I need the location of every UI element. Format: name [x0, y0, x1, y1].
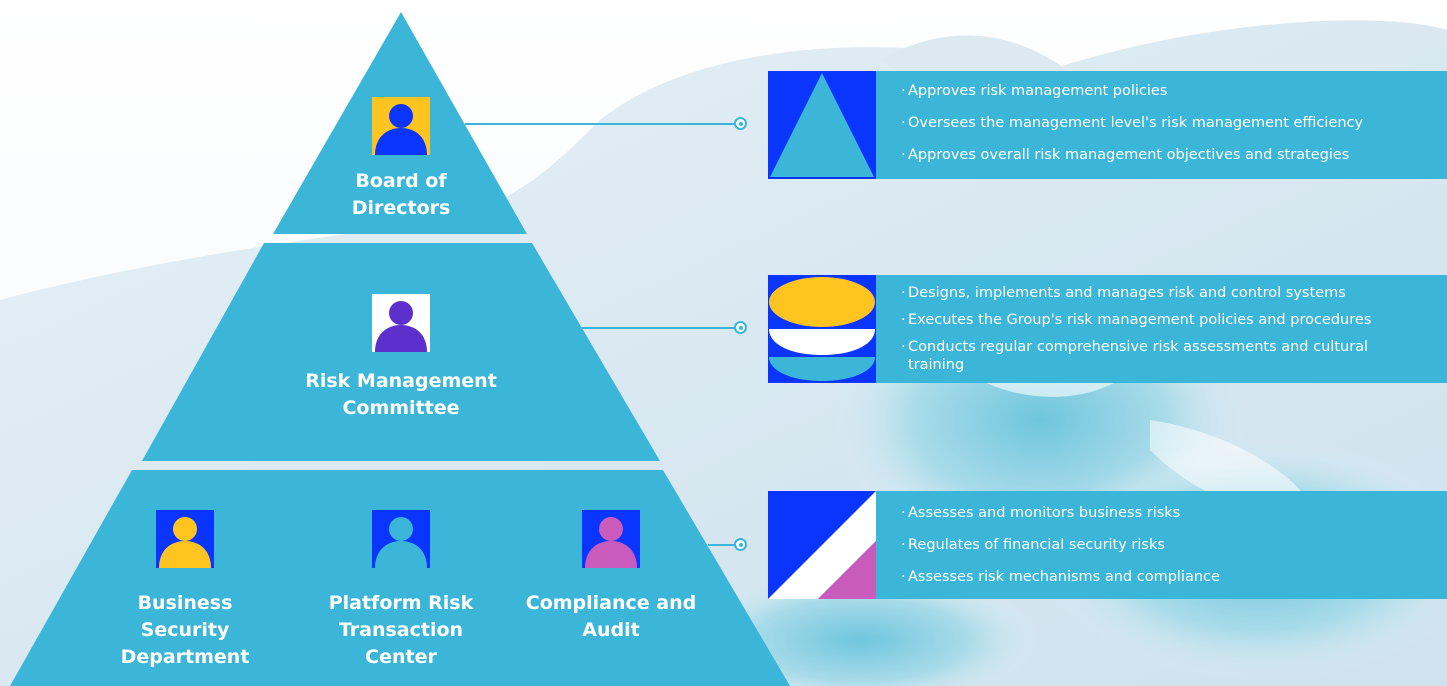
department-responsibilities-panel: Assesses and monitors business risks Reg… [768, 491, 1447, 599]
stacked-shapes-icon [768, 275, 876, 383]
pyramid-tier-middle [142, 243, 660, 461]
board-of-directors-label: Board of Directors [351, 170, 451, 219]
board-person-icon [372, 97, 430, 155]
diagonal-stripes-icon [768, 491, 876, 599]
board-responsibilities-panel: Approves risk management policies Overse… [768, 71, 1447, 179]
responsibility-item: Conducts regular comprehensive risk asse… [901, 338, 1398, 374]
platform-risk-label: Platform Risk Transaction Center [328, 592, 474, 668]
risk-management-committee-label: Risk Management Committee [305, 370, 497, 419]
committee-responsibilities-panel: Designs, implements and manages risk and… [768, 275, 1447, 383]
connector-dot-committee [734, 321, 747, 334]
connector-line-committee [581, 327, 735, 329]
responsibility-item: Regulates of financial security risks [901, 536, 1437, 554]
responsibility-item: Assesses risk mechanisms and compliance [901, 568, 1437, 586]
responsibility-item: Approves overall risk management objecti… [901, 146, 1437, 164]
responsibility-item: Executes the Group's risk management pol… [901, 311, 1437, 329]
connector-line-board [465, 123, 735, 125]
responsibility-item: Designs, implements and manages risk and… [901, 284, 1437, 302]
connector-dot-board [734, 117, 747, 130]
triangle-icon [768, 71, 876, 179]
platform-risk-person-icon [372, 510, 430, 568]
compliance-person-icon [582, 510, 640, 568]
responsibility-item: Assesses and monitors business risks [901, 504, 1437, 522]
business-security-person-icon [156, 510, 214, 568]
responsibility-item: Oversees the management level's risk man… [901, 114, 1437, 132]
connector-line-departments [708, 544, 735, 546]
responsibility-item: Approves risk management policies [901, 82, 1437, 100]
compliance-audit-label: Compliance and Audit [525, 592, 697, 641]
committee-person-icon [372, 294, 430, 352]
business-security-label: Business Security Department [120, 592, 250, 668]
connector-dot-departments [734, 538, 747, 551]
